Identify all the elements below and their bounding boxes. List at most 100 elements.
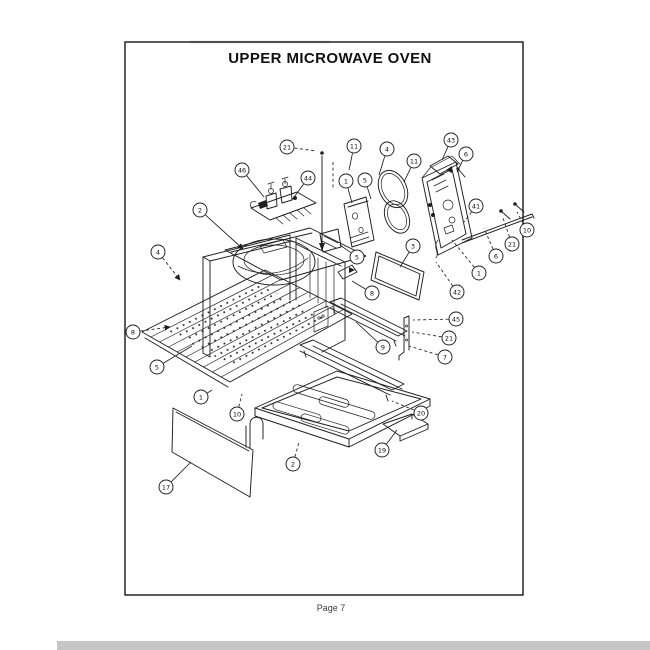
callout-circle-6 [488, 248, 504, 264]
callout-circle-6 [458, 146, 474, 162]
callout-circle-17 [158, 479, 174, 495]
callout-circle-4 [150, 244, 166, 260]
callout-number: 21 [283, 143, 291, 151]
lower-bracket [382, 413, 429, 442]
screw-upper-right [499, 209, 511, 220]
callout-leader-21 [294, 147, 317, 152]
callout-circle-10 [519, 222, 535, 238]
callout-leader-42 [435, 261, 454, 287]
callout-leader-10 [516, 211, 524, 224]
callout-circle-1 [471, 265, 487, 281]
callout-number: 46 [238, 166, 246, 174]
control-panel-assembly [421, 155, 473, 259]
callout-circle-3 [405, 238, 421, 254]
callout-circle-19 [374, 442, 390, 458]
callout-circle-43 [443, 132, 459, 148]
callout-leader-6 [483, 227, 494, 250]
callout-number: 19 [378, 446, 386, 454]
callout-number: 21 [508, 240, 516, 248]
callout-circle-11 [406, 153, 422, 169]
callout-circle-5 [349, 249, 365, 265]
callout-number: 45 [452, 315, 460, 323]
callout-leader-5 [163, 345, 193, 364]
callout-number: 6 [464, 150, 468, 158]
glass-panel [370, 251, 425, 301]
callout-number: 20 [417, 409, 425, 417]
callout-leader-1 [347, 188, 353, 204]
callout-number: 10 [233, 410, 241, 418]
rack-rail-lower [299, 339, 405, 402]
callout-circle-41 [468, 198, 484, 214]
seal-ring-large [377, 169, 409, 209]
rack-rail-upper [329, 297, 408, 347]
callout-leader-4 [378, 156, 386, 176]
callout-leader-41 [463, 211, 472, 223]
callout-circle-21 [279, 139, 295, 155]
cavity-top-plate [224, 227, 367, 281]
callout-leader-7 [408, 345, 438, 356]
callout-number: 3 [411, 242, 415, 250]
callout-circle-46 [234, 162, 250, 178]
callout-number: 1 [477, 269, 481, 277]
callout-circle-1 [338, 173, 354, 189]
callout-number: 7 [443, 353, 447, 361]
perforated-shelf [141, 269, 353, 388]
callout-leader-6 [456, 160, 464, 173]
callout-number: 1 [199, 393, 203, 401]
support-bracket [398, 315, 410, 361]
callout-leader-4 [162, 257, 181, 281]
callout-number: 2 [291, 460, 295, 468]
callout-number: 1 [344, 177, 348, 185]
callout-number: 6 [494, 252, 498, 260]
callout-number: 5 [355, 253, 359, 261]
callout-circle-4 [379, 141, 395, 157]
callout-leader-11 [348, 153, 353, 171]
stirrer-dome-cover [232, 238, 316, 286]
callout-circle-8 [125, 324, 141, 340]
page-title: UPPER MICROWAVE OVEN [228, 50, 432, 67]
callout-leader-44 [291, 183, 304, 201]
latch-assembly [250, 176, 317, 225]
callout-circle-8 [364, 285, 380, 301]
callout-circle-42 [449, 284, 465, 300]
callout-number: 42 [453, 288, 461, 296]
callout-leader-1 [207, 389, 213, 394]
callout-number: 8 [370, 289, 374, 297]
exploded-view [141, 151, 535, 498]
callout-number: 10 [523, 226, 531, 234]
callout-number: 9 [381, 343, 385, 351]
callout-leader-19 [386, 429, 398, 445]
callout-number: 11 [410, 157, 418, 165]
callout-leader-5 [339, 244, 352, 254]
callout-number: 21 [445, 334, 453, 342]
callout-circle-44 [300, 170, 316, 186]
callout-leader-3 [399, 252, 410, 268]
callout-number: 4 [156, 248, 160, 256]
callout-circle-7 [437, 349, 453, 365]
callout-number: 43 [447, 136, 455, 144]
callout-number: 17 [162, 483, 170, 491]
callout-circle-10 [229, 406, 245, 422]
antenna-shaft [319, 151, 334, 251]
callout-circle-2 [285, 456, 301, 472]
callout-circle-45 [448, 311, 464, 327]
callout-circle-21 [441, 330, 457, 346]
callout-number: 11 [350, 142, 358, 150]
callout-leader-20 [391, 400, 415, 411]
callout-leader-10 [238, 393, 243, 407]
callout-number: 4 [385, 145, 389, 153]
callout-number: 44 [304, 174, 312, 182]
callout-leader-8 [140, 324, 171, 332]
callout-number: 5 [363, 176, 367, 184]
screw-lower-right [513, 202, 525, 213]
callout-leader-11 [403, 167, 412, 183]
seal-ring-small [383, 200, 411, 234]
callout-number: 2 [198, 206, 202, 214]
callout-circle-2 [192, 202, 208, 218]
callout-circle-21 [504, 236, 520, 252]
callout-number: 41 [472, 202, 480, 210]
callout-leader-9 [355, 321, 378, 343]
